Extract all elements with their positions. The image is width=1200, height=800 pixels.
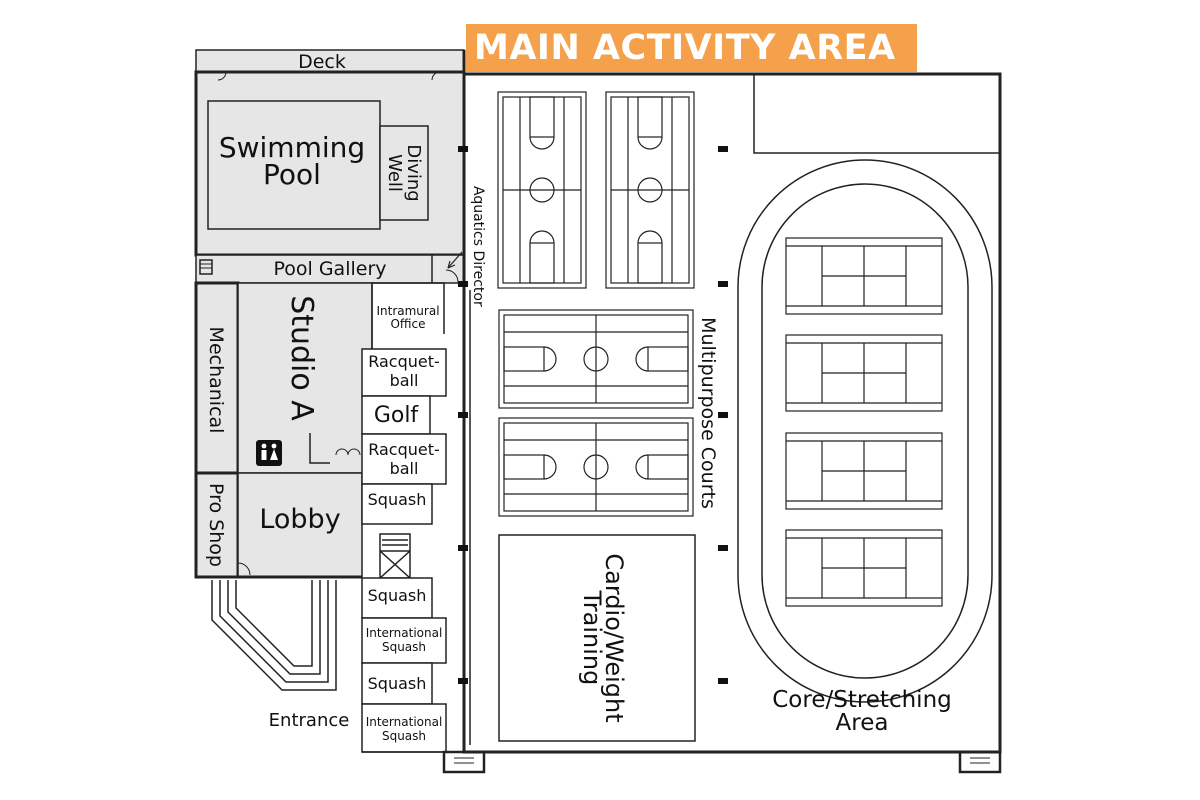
squash-1-label: Squash (368, 490, 427, 509)
entrance-vestibule (211, 580, 337, 691)
core-stretching-label: Core/Stretching (772, 687, 952, 713)
column-markers (458, 146, 728, 684)
racquetball-1-label-2: ball (390, 371, 419, 390)
racquetball-2-label: Racquet- (368, 440, 440, 459)
cardio-weight-label-2: Training (578, 590, 606, 686)
intramural-office-label-2: Office (390, 317, 425, 331)
squash-2-label: Squash (368, 586, 427, 605)
pool-gallery-label: Pool Gallery (273, 258, 386, 280)
tennis-court-4 (785, 529, 943, 607)
door-swing-icon (217, 71, 441, 81)
pro-shop-label: Pro Shop (205, 483, 227, 567)
core-stretching-label-2: Area (836, 710, 889, 736)
door-swing-icon (445, 269, 459, 283)
basketball-court-2 (605, 91, 695, 289)
cardio-weight-room (498, 534, 696, 742)
squash-3-label: Squash (368, 674, 427, 693)
international-squash-1-label: International (366, 626, 443, 640)
international-squash-2-label: International (366, 715, 443, 729)
multipurpose-court-2 (498, 417, 694, 517)
swimming-pool-label: Swimming (219, 131, 365, 164)
running-track (737, 159, 993, 703)
restroom-icon (256, 440, 282, 466)
main-activity-shell (442, 50, 1002, 774)
golf-room (361, 395, 431, 435)
tennis-court-2 (785, 334, 943, 412)
basketball-court-1 (497, 91, 587, 289)
entrance-label: Entrance (269, 710, 350, 731)
racquetball-1-room (361, 348, 447, 397)
international-squash-2-room (361, 703, 447, 753)
diving-well-label-2: Well (384, 154, 405, 192)
swimming-pool-label-2: Pool (263, 158, 321, 191)
lobby-label: Lobby (259, 504, 340, 535)
tennis-court-3 (785, 432, 943, 510)
international-squash-1-label-2: Squash (382, 640, 426, 654)
squash-1-room (361, 483, 433, 525)
international-squash-2-label-2: Squash (382, 729, 426, 743)
aquatics-director-label: Aquatics Director (470, 186, 486, 307)
door-swing-icon (237, 562, 251, 576)
deck-label: Deck (298, 51, 346, 73)
international-squash-1-room (361, 617, 447, 664)
mechanical-label: Mechanical (205, 327, 227, 434)
intramural-office-label: Intramural (376, 304, 439, 318)
golf-label: Golf (374, 403, 420, 428)
pro-shop-room (194, 471, 240, 579)
lobby-room (237, 472, 363, 578)
racquetball-2-label-2: ball (390, 459, 419, 478)
swimming-pool-basin (207, 100, 381, 230)
tennis-court-1 (785, 237, 943, 315)
multipurpose-court-1 (498, 309, 694, 409)
squash-2-room (361, 577, 433, 619)
main-activity-area-banner: MAIN ACTIVITY AREA (466, 24, 917, 72)
door-swing-icon (335, 448, 361, 456)
studio-a-label: Studio A (284, 295, 319, 421)
cardio-weight-label: Cardio/Weight (600, 553, 628, 722)
stair-icon-gallery (199, 259, 213, 275)
multipurpose-courts-label: Multipurpose Courts (697, 317, 719, 509)
racquetball-1-label: Racquet- (368, 352, 440, 371)
diving-well-basin (379, 125, 429, 221)
courts-column (361, 282, 464, 753)
diving-well-label: Diving (403, 144, 424, 201)
racquetball-2-room (361, 433, 447, 485)
